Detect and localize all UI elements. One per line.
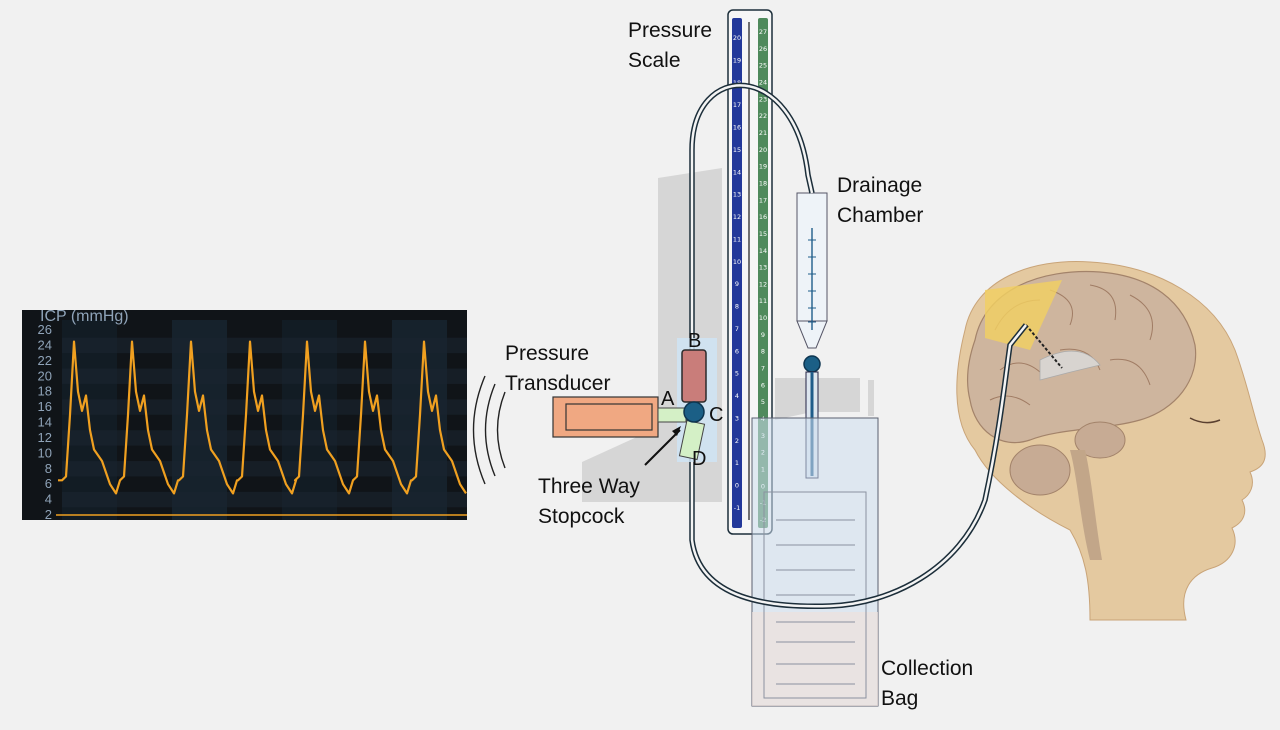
green-scale-tick-label: 15 xyxy=(759,230,767,238)
icp-y-tick-label: 6 xyxy=(45,476,52,491)
blue-scale-tick-label: 4 xyxy=(735,392,739,400)
collection-bag-label: Collection Bag xyxy=(881,657,974,710)
green-scale-tick-label: 16 xyxy=(759,213,767,221)
green-scale-tick-label: 20 xyxy=(759,146,767,154)
green-scale-tick-label: 12 xyxy=(759,280,767,288)
blue-scale-tick-label: 15 xyxy=(733,146,741,154)
blue-scale-bar xyxy=(732,18,742,528)
green-scale-tick-label: 19 xyxy=(759,163,767,171)
blue-scale-tick-label: 0 xyxy=(735,482,739,490)
icp-y-tick-label: 12 xyxy=(38,430,52,445)
port-b-segment xyxy=(681,349,707,403)
blue-scale-tick-label: 16 xyxy=(733,124,741,132)
green-scale-tick-label: 26 xyxy=(759,45,767,53)
blue-scale-tick-label: 8 xyxy=(735,303,739,311)
icp-y-tick-label: 26 xyxy=(38,322,52,337)
green-scale-tick-label: 22 xyxy=(759,112,767,120)
blue-scale-tick-label: 7 xyxy=(735,325,739,333)
blue-scale-tick-label: 1 xyxy=(735,459,739,467)
monitor-title: ICP (mmHg) xyxy=(40,310,129,325)
icp-y-tick-label: 18 xyxy=(38,384,52,399)
green-scale-tick-label: 6 xyxy=(761,381,765,389)
pressure-scale-label: Pressure Scale xyxy=(628,19,713,72)
green-scale-tick-label: 7 xyxy=(761,365,765,373)
blue-scale-tick-label: -1 xyxy=(734,504,740,512)
blue-scale-tick-label: 11 xyxy=(733,235,741,243)
icp-y-tick-label: 20 xyxy=(38,368,52,383)
green-scale-tick-label: 14 xyxy=(759,247,767,255)
wireless-signal-icon xyxy=(472,375,506,485)
green-scale-tick-label: 18 xyxy=(759,179,767,187)
three-way-stopcock xyxy=(644,338,717,466)
patient-head-illustration xyxy=(956,261,1266,621)
icp-y-tick-label: 16 xyxy=(38,399,52,414)
port-label-d: D xyxy=(692,448,707,470)
green-scale-tick-label: 9 xyxy=(761,331,765,339)
green-scale-tick-label: 21 xyxy=(759,129,767,137)
ventricle-highlight xyxy=(985,280,1062,350)
blue-scale-tick-label: 6 xyxy=(735,347,739,355)
icp-y-tick-label: 4 xyxy=(45,492,52,507)
icp-y-tick-label: 2 xyxy=(45,507,52,520)
port-label-a: A xyxy=(661,388,675,410)
icp-y-tick-label: 14 xyxy=(38,415,52,430)
pressure-transducer xyxy=(552,396,659,438)
pressure-transducer-label: Pressure Transducer xyxy=(505,342,611,395)
port-label-c: C xyxy=(709,404,724,426)
green-scale-tick-label: 17 xyxy=(759,196,767,204)
green-scale-tick-label: 13 xyxy=(759,264,767,272)
green-scale-tick-label: 5 xyxy=(761,398,765,406)
blue-scale-tick-label: 19 xyxy=(733,56,741,64)
blue-scale-tick-label: 9 xyxy=(735,280,739,288)
collection-bag xyxy=(751,417,879,707)
green-scale-tick-label: 24 xyxy=(759,78,767,86)
green-scale-tick-label: 10 xyxy=(759,314,767,322)
icp-y-tick-label: 10 xyxy=(38,445,52,460)
three-way-stopcock-label: Three Way Stopcock xyxy=(538,475,640,528)
port-label-b: B xyxy=(688,330,702,352)
icp-waveform-trace xyxy=(58,340,467,495)
icp-y-tick-label: 8 xyxy=(45,461,52,476)
green-scale-tick-label: 27 xyxy=(759,28,767,36)
green-scale-tick-label: 23 xyxy=(759,95,767,103)
blue-scale-tick-label: 3 xyxy=(735,414,739,422)
stopcock-valve xyxy=(683,401,705,423)
blue-scale-tick-label: 12 xyxy=(733,213,741,221)
icp-y-tick-label: 24 xyxy=(38,337,52,352)
blue-scale-tick-label: 2 xyxy=(735,437,739,445)
blue-scale-tick-label: 10 xyxy=(733,258,741,266)
blue-scale-tick-label: 17 xyxy=(733,101,741,109)
green-scale-tick-label: 11 xyxy=(759,297,767,305)
icp-y-tick-label: 22 xyxy=(38,353,52,368)
blue-scale-tick-label: 5 xyxy=(735,370,739,378)
blue-scale-tick-label: 20 xyxy=(733,34,741,42)
green-scale-bar xyxy=(758,18,768,528)
blue-scale-tick-label: 14 xyxy=(733,168,741,176)
green-scale-tick-label: 25 xyxy=(759,62,767,70)
blue-scale-tick-label: 13 xyxy=(733,191,741,199)
drainage-chamber-label: Drainage Chamber xyxy=(837,174,924,227)
green-scale-tick-label: 8 xyxy=(761,348,765,356)
